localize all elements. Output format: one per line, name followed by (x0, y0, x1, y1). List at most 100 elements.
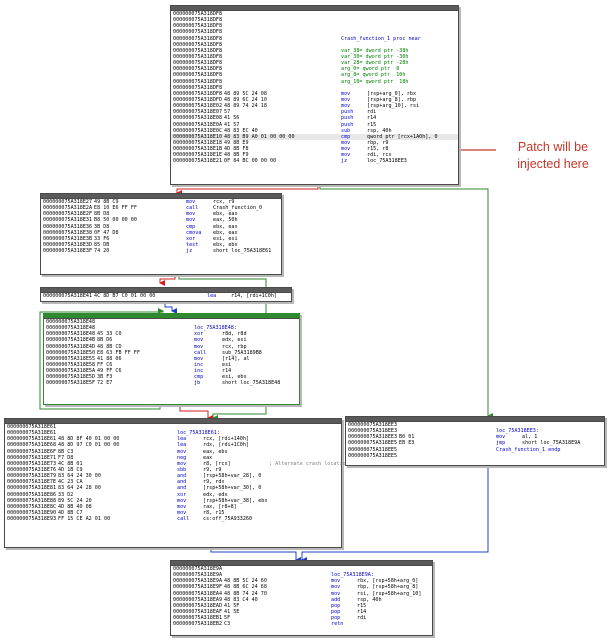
asm-line[interactable]: 000000075A318DF8 (171, 42, 458, 48)
asm-line[interactable]: 000000075A318E9A (171, 566, 432, 572)
block-title-bar[interactable] (171, 561, 432, 566)
block-title-bar[interactable] (346, 417, 604, 422)
asm-line[interactable]: 000000075A318DF8 (171, 17, 458, 23)
asm-line[interactable]: 000000075A318EE5 (346, 453, 604, 459)
operands: r14 (222, 368, 232, 375)
asm-line[interactable]: 000000075A318DF8 (171, 11, 458, 17)
asm-line[interactable]: 000000075A318DF8 (171, 29, 458, 35)
opcode-bytes: 48 8B 74 24 70 (224, 590, 267, 597)
block-title-bar[interactable] (41, 194, 281, 199)
block-title-bar[interactable] (5, 419, 341, 424)
operands: rcx, [rdi+140h] (203, 436, 250, 443)
edge-loop-back (39, 308, 164, 410)
operands: esi, ebx (222, 374, 247, 381)
asm-line[interactable]: 000000075A318DF8 (171, 23, 458, 29)
block-title-bar[interactable] (41, 288, 291, 293)
block-title-bar[interactable] (44, 314, 299, 319)
asm-line[interactable]: 000000075A318E48 (44, 319, 299, 325)
mnemonic: mov (186, 217, 196, 224)
block-title-bar[interactable] (171, 6, 458, 11)
asm-line[interactable]: 000000075A318DF8 (171, 85, 458, 91)
label-text: var_38= dword ptr -38h (341, 47, 409, 54)
asm-line[interactable]: 000000075A318E61 (5, 424, 341, 430)
address: 000000075A318E50 (46, 349, 96, 356)
asm-line[interactable]: 000000075A318EE3 (346, 422, 604, 428)
